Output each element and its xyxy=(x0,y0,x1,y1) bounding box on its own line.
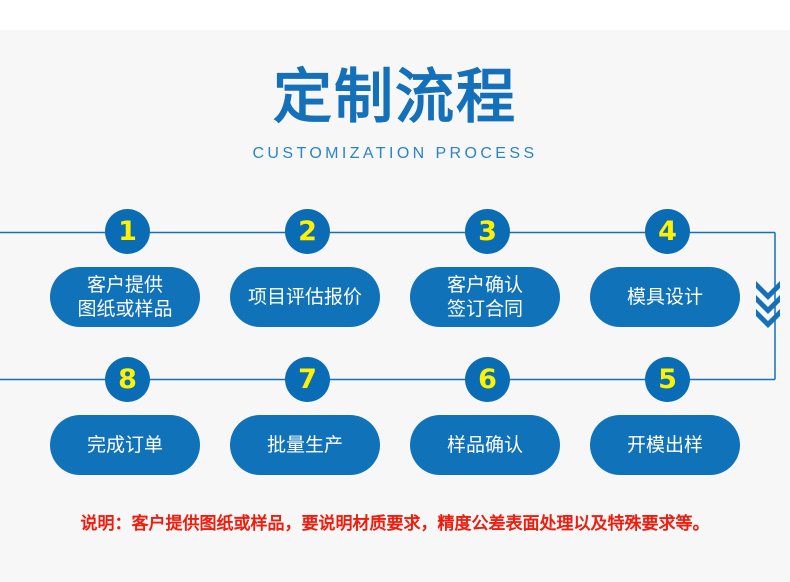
step-number-1: 1 xyxy=(105,209,150,254)
step-card-5[interactable]: 开模出样 xyxy=(590,415,740,475)
step-number-2: 2 xyxy=(285,209,330,254)
page-title: 定制流程 xyxy=(272,62,517,131)
step-number-4: 4 xyxy=(645,209,690,254)
step-card-3[interactable]: 客户确认 签订合同 xyxy=(410,267,560,327)
page-subtitle: CUSTOMIZATION PROCESS xyxy=(252,145,538,162)
step-card-8[interactable]: 完成订单 xyxy=(50,415,200,475)
header: 定制流程 CUSTOMIZATION PROCESS xyxy=(0,62,790,164)
step-number-5: 5 xyxy=(645,357,690,402)
double-chevron-down-icon xyxy=(756,281,780,328)
step-number-6: 6 xyxy=(465,357,510,402)
step-card-7[interactable]: 批量生产 xyxy=(230,415,380,475)
step-number-8: 8 xyxy=(105,357,150,402)
step-card-2[interactable]: 项目评估报价 xyxy=(230,267,380,327)
step-card-6[interactable]: 样品确认 xyxy=(410,415,560,475)
step-card-4[interactable]: 模具设计 xyxy=(590,267,740,327)
note-text: 说明：客户提供图纸或样品，要说明材质要求，精度公差表面处理以及特殊要求等。 xyxy=(80,514,710,534)
step-number-7: 7 xyxy=(285,357,330,402)
step-card-1[interactable]: 客户提供 图纸或样品 xyxy=(50,267,200,327)
step-number-3: 3 xyxy=(465,209,510,254)
